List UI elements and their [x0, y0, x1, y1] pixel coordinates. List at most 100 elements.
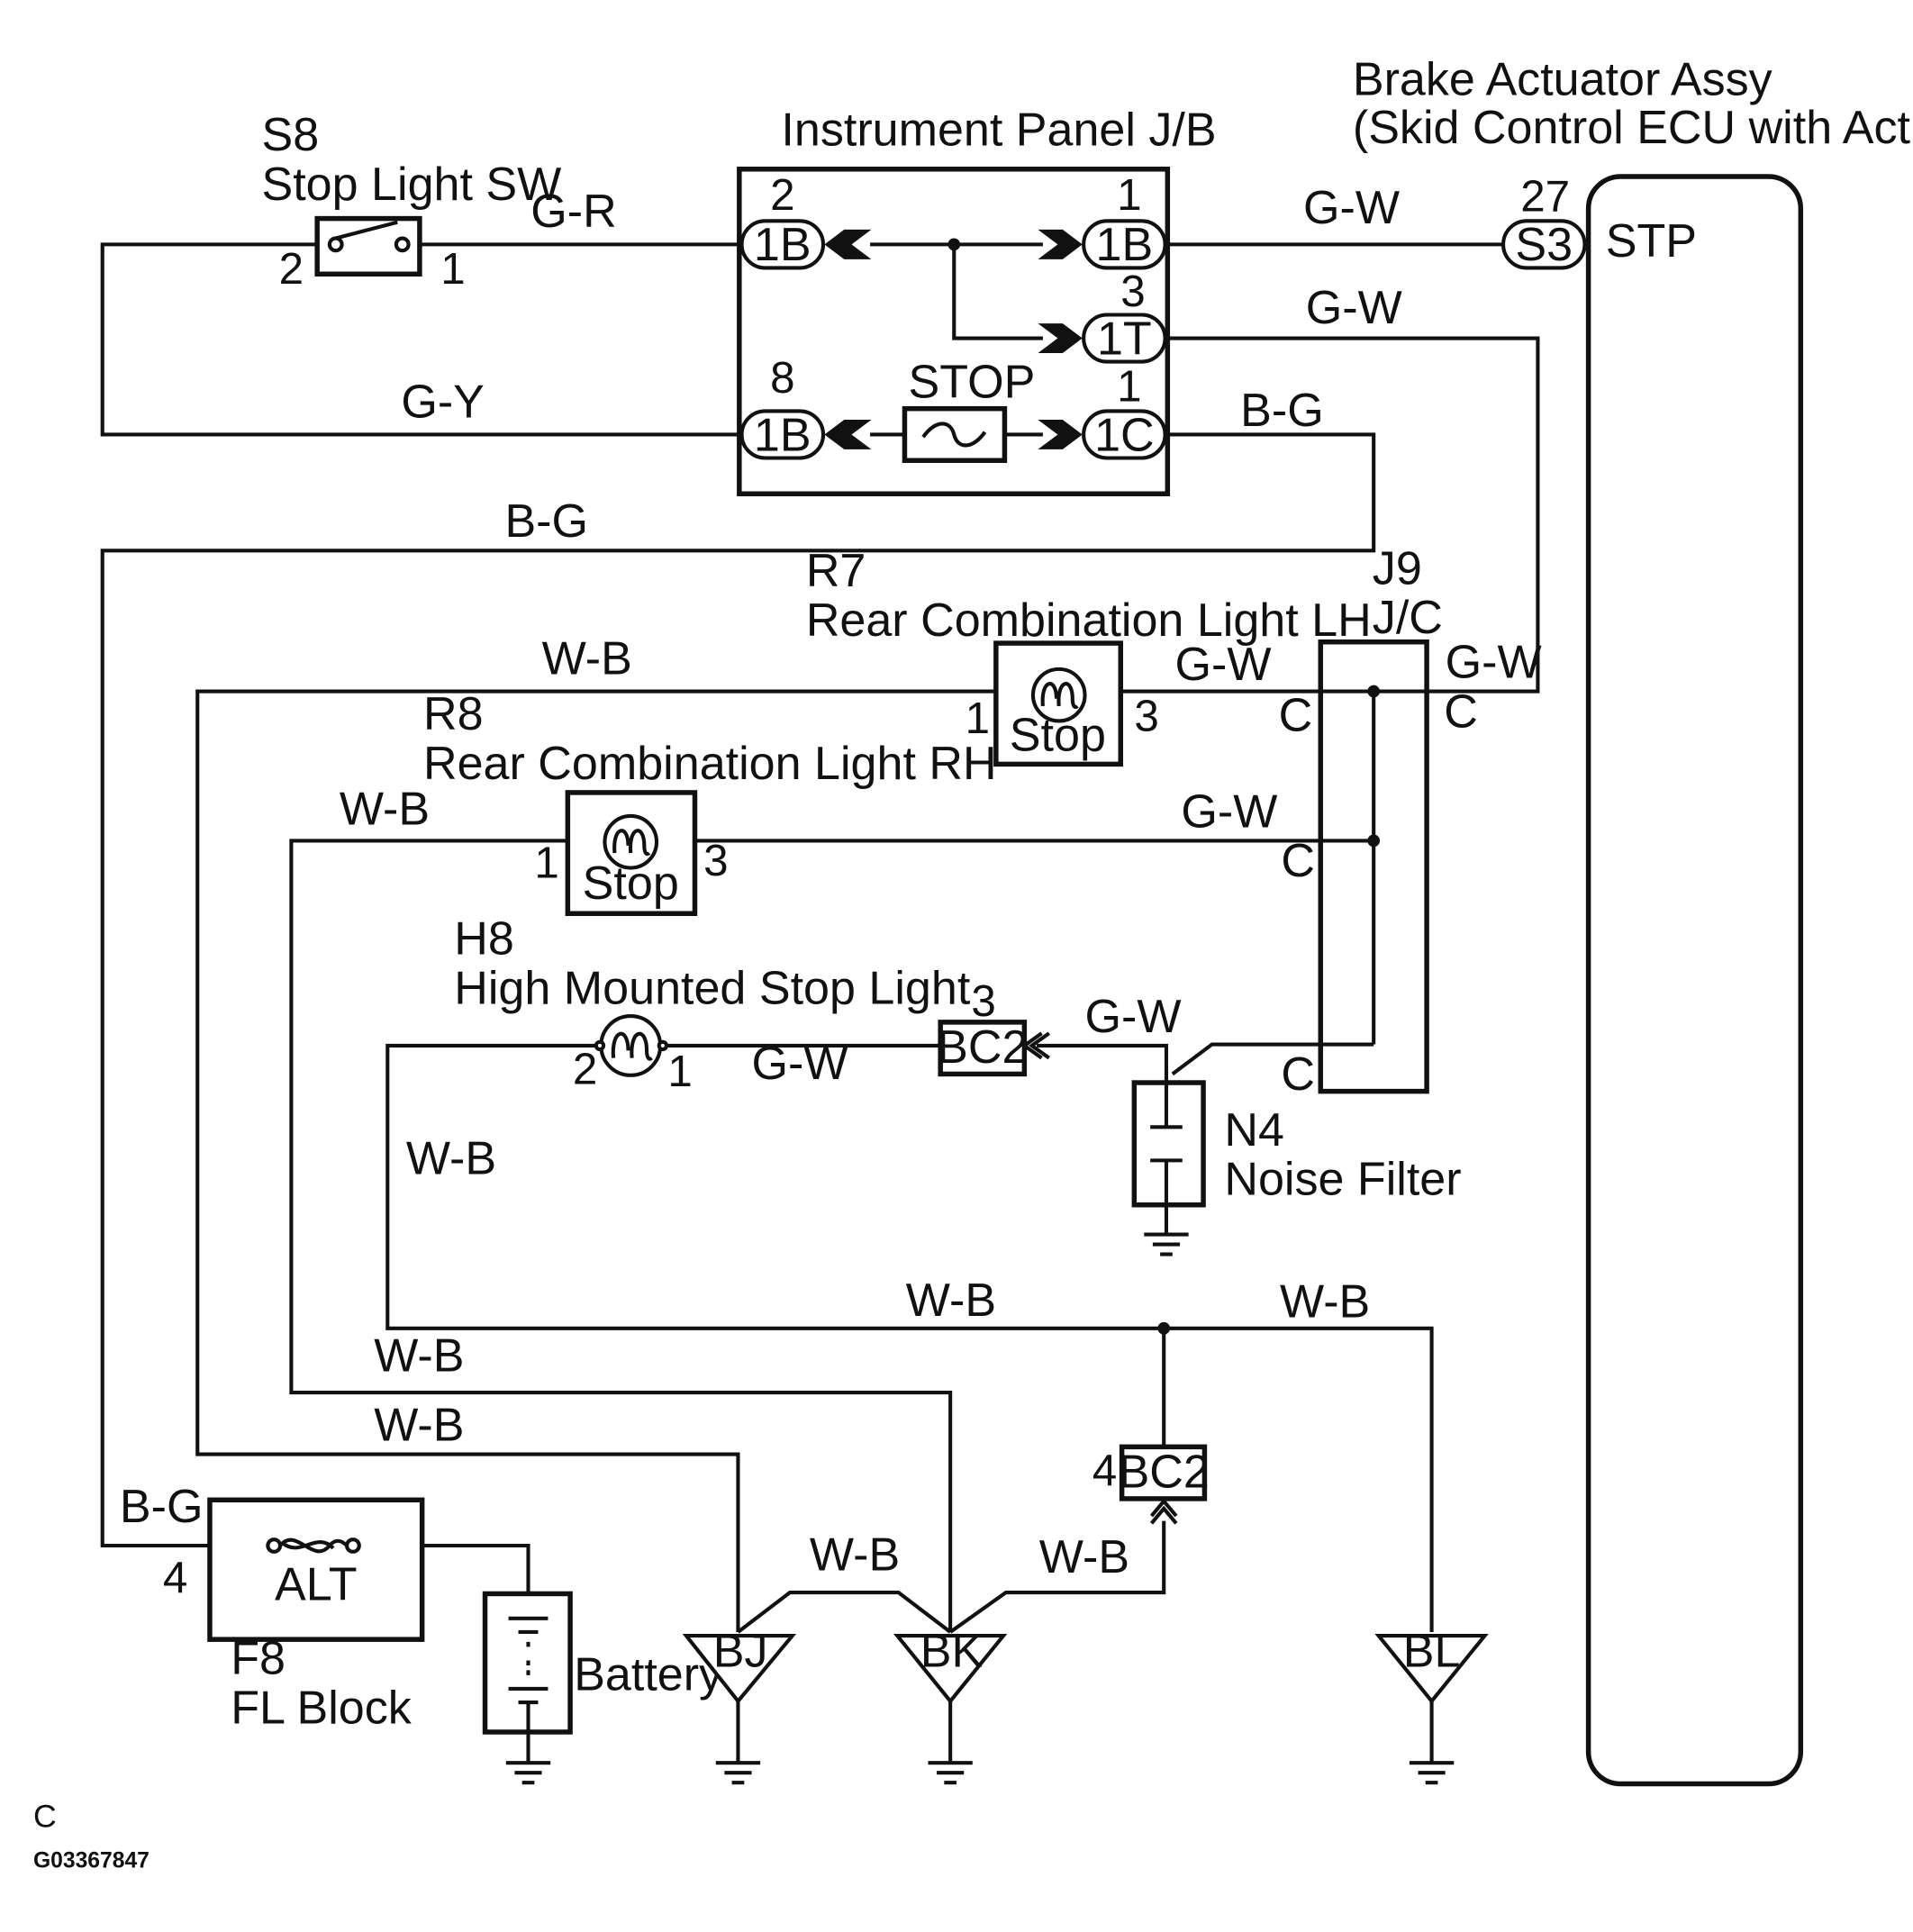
- junction-dots: [947, 238, 1381, 1335]
- wire-label: G-R: [530, 186, 616, 238]
- jb-box: [737, 167, 1171, 496]
- ground-icon: [1409, 1761, 1455, 1785]
- fl-block-f8: ALT 4 F8 FL Block: [163, 1497, 425, 1734]
- wire-label: G-Y: [401, 376, 485, 428]
- jb-pin: 8: [770, 353, 794, 403]
- wire-b-g: [100, 432, 1376, 1548]
- wire-label: B-G: [504, 495, 588, 548]
- bc2-top-pin: 3: [971, 976, 995, 1026]
- r7-lamp-label: Stop: [1010, 709, 1106, 761]
- junction-dot: [1367, 834, 1381, 848]
- jb-connector-1t: [1082, 313, 1167, 364]
- ground-bk: BK: [893, 1625, 1008, 1785]
- switch-lever-icon: [335, 220, 398, 240]
- r7-name: Rear Combination Light LH: [806, 594, 1372, 647]
- wire-bc2-jc: [1037, 1043, 1169, 1082]
- f8-name: FL Block: [231, 1682, 413, 1734]
- j9-pin-c: C: [1281, 1048, 1315, 1101]
- ground-icon: [505, 1761, 551, 1785]
- jb-connector-label: 1B: [754, 219, 811, 271]
- bc2-top-box: [938, 1020, 1028, 1077]
- fl-block-fuse-label: ALT: [275, 1558, 358, 1610]
- ground-triangle-icon: [1374, 1633, 1489, 1704]
- j9-box: [1318, 639, 1429, 1094]
- r8-pin-right: 3: [703, 836, 728, 885]
- jb-connector-1b-right: [1082, 219, 1167, 270]
- wire-bj-bk: [737, 1591, 952, 1634]
- wire-label: W-B: [340, 784, 430, 836]
- jb-connector-label: 1C: [1094, 409, 1155, 461]
- j9-pin-c: C: [1444, 685, 1478, 738]
- ground-bl: BL: [1374, 1625, 1489, 1785]
- fl-block-pin: 4: [163, 1553, 187, 1602]
- j9-pin-c: C: [1281, 835, 1315, 887]
- noise-filter-n4: N4 Noise Filter: [1131, 1080, 1462, 1256]
- rear-combination-light-rh: R8 Rear Combination Light RH Stop 1 3: [423, 688, 997, 916]
- jb-connector-1b-left: [739, 219, 826, 270]
- wire-s8-left: [100, 242, 743, 437]
- stop-fuse-box: [902, 405, 1008, 463]
- brake-terminal: STP: [1606, 215, 1697, 268]
- ground-triangle-icon: [893, 1633, 1008, 1704]
- jb-connector-1b-lower: [739, 409, 826, 460]
- fusible-link-terminal: [345, 1537, 361, 1554]
- ground-label: BJ: [713, 1625, 768, 1677]
- jb-fuse-label: STOP: [909, 356, 1036, 408]
- stop-light-switch: S8 Stop Light SW 2 1: [262, 109, 562, 294]
- wire-label: G-W: [1306, 282, 1402, 334]
- battery: Battery: [482, 1591, 722, 1785]
- ground-label: BL: [1403, 1625, 1461, 1677]
- r8-name: Rear Combination Light RH: [423, 738, 997, 790]
- r7-pin-right: 3: [1134, 691, 1158, 740]
- fusible-link-icon: [278, 1537, 349, 1554]
- wires: [100, 242, 1540, 1764]
- junction-dot: [1367, 685, 1381, 698]
- brake-actuator-assy: Brake Actuator Assy (Skid Control ECU wi…: [1353, 54, 1913, 1787]
- connector-arrow-icon: [824, 420, 872, 449]
- r7-pin-left: 1: [966, 694, 990, 743]
- rear-combination-light-lh: R7 Rear Combination Light LH Stop 1 3: [806, 545, 1372, 767]
- connector-arrow-icon: [1038, 420, 1083, 449]
- switch-body: [314, 215, 422, 277]
- wire-h8-w-b: [385, 1043, 1434, 1632]
- r8-lamp-label: Stop: [583, 857, 679, 910]
- instrument-panel-jb: Instrument Panel J/B 2 1 3 8 1 1B 1B 1T …: [737, 104, 1217, 496]
- j9-pin-c: C: [1279, 689, 1313, 741]
- fl-block-box: [207, 1497, 425, 1642]
- bulb-terminal: [657, 1039, 669, 1052]
- wire-label: W-B: [374, 1330, 464, 1383]
- switch-contact-icon: [394, 236, 411, 253]
- h8-id: H8: [454, 912, 514, 965]
- footer: C G03367847: [33, 1798, 150, 1873]
- r7-id: R7: [806, 545, 866, 597]
- wire-label: G-W: [752, 1038, 848, 1090]
- wire-labels: G-R G-Y G-W G-W B-G B-G B-G W-B G-W G-W …: [120, 182, 1542, 1583]
- j9-name: J/C: [1373, 592, 1443, 644]
- junction-dot: [947, 238, 961, 251]
- wire-label: G-W: [1303, 182, 1400, 234]
- connector-arrow-icon: [1038, 229, 1083, 259]
- n4-name: Noise Filter: [1224, 1154, 1461, 1206]
- bulb-icon: [1030, 667, 1087, 723]
- switch-contact-icon: [327, 236, 344, 253]
- s8-pin-right: 1: [440, 244, 465, 294]
- wire-label: W-B: [1039, 1531, 1129, 1583]
- connector-arrow-icon: [1038, 323, 1083, 353]
- brake-name-line1: Brake Actuator Assy: [1353, 54, 1772, 106]
- page-letter: C: [33, 1798, 57, 1834]
- bulb-filament-icon: [1040, 682, 1079, 710]
- wire-label: G-W: [1085, 991, 1182, 1043]
- battery-cells-icon: [508, 1616, 549, 1732]
- jb-connector-label: 1B: [1096, 219, 1154, 271]
- wire-label: G-W: [1181, 785, 1277, 838]
- figure-code: G03367847: [33, 1849, 150, 1873]
- jb-name: Instrument Panel J/B: [781, 104, 1216, 157]
- ground-icon: [1144, 1232, 1189, 1256]
- wire-nf-jc: [1171, 1042, 1374, 1076]
- bc2-top-label: BC2: [937, 1021, 1028, 1074]
- ground-icon: [715, 1761, 761, 1785]
- battery-label: Battery: [574, 1648, 722, 1701]
- s8-name: Stop Light SW: [262, 159, 562, 211]
- connector-chevron-icon: [1149, 1498, 1178, 1525]
